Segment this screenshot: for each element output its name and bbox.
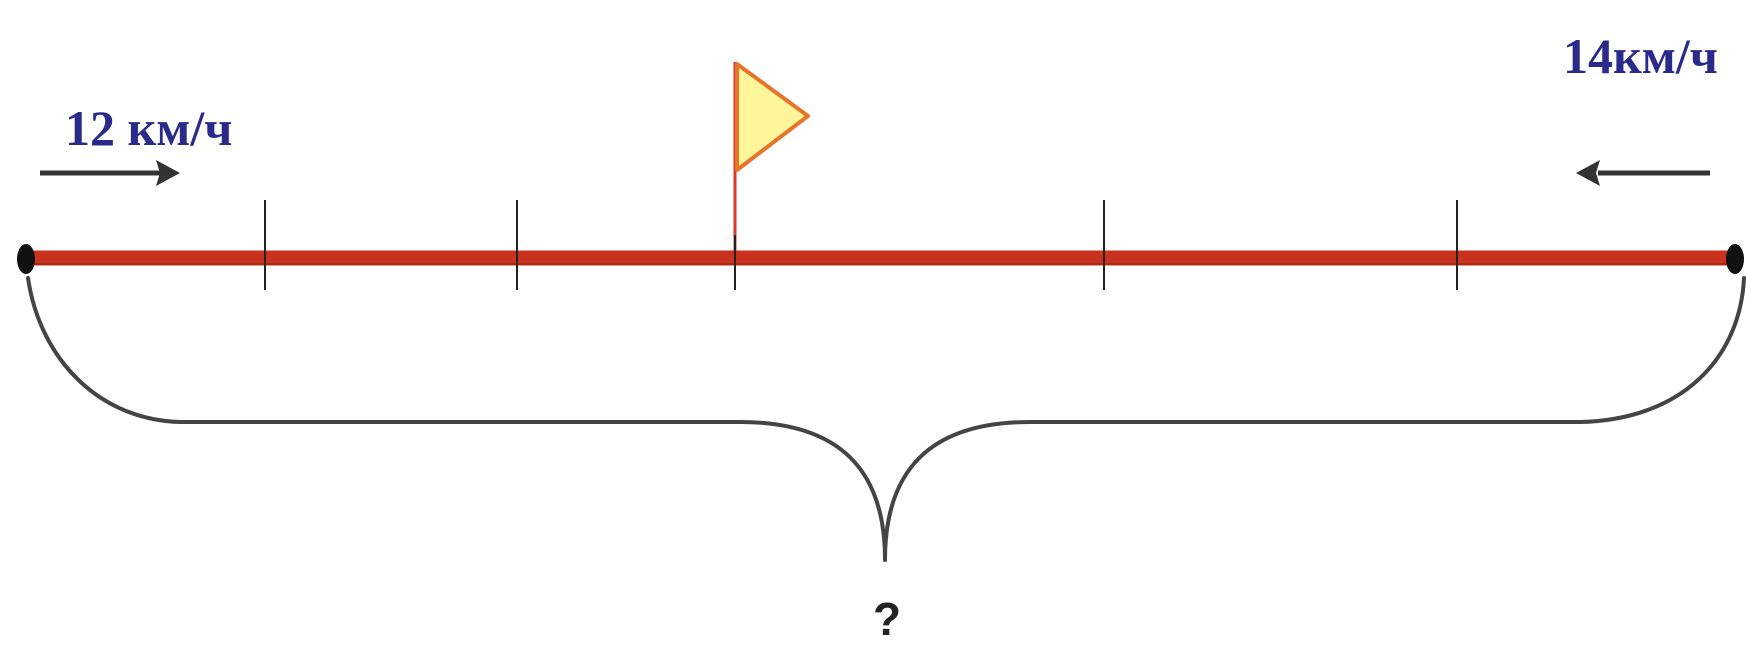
left-endpoint (17, 244, 35, 274)
flag-icon (733, 62, 810, 252)
unknown-distance-label: ? (873, 593, 901, 645)
right-arrow-icon (1576, 160, 1710, 186)
left-arrow-icon (40, 160, 180, 186)
road-segment (26, 250, 1736, 266)
right-speed-label: 14км/ч (1563, 28, 1718, 84)
left-speed-label: 12 км/ч (65, 100, 232, 156)
distance-brace (26, 276, 1746, 562)
tick-marks (264, 200, 1458, 290)
right-endpoint (1726, 244, 1744, 274)
